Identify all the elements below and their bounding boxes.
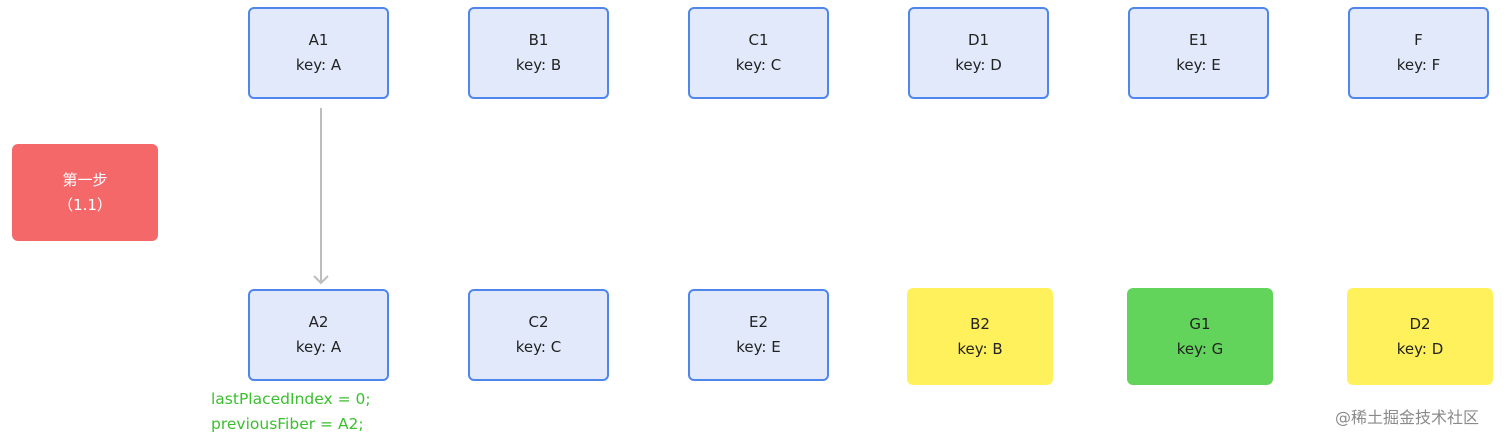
node-key: key: B xyxy=(515,56,562,74)
node-key: key: D xyxy=(1396,339,1444,358)
node-name: A1 xyxy=(308,31,329,49)
node-name: E2 xyxy=(748,313,769,331)
node-key: key: D xyxy=(955,56,1002,74)
node-key: key: F xyxy=(1396,56,1441,74)
node-name: D1 xyxy=(967,31,990,49)
old-node-a1: A1 key: A xyxy=(248,7,389,99)
node-name: B1 xyxy=(528,31,549,49)
new-node-a2: A2 key: A xyxy=(248,289,389,381)
node-key: key: C xyxy=(515,338,562,356)
new-node-c2: C2 key: C xyxy=(468,289,609,381)
step-label-box: 第一步 （1.1） xyxy=(12,144,158,241)
node-name: F xyxy=(1414,31,1423,49)
node-key: key: A xyxy=(295,338,342,356)
node-key: key: A xyxy=(295,56,342,74)
new-node-b2: B2 key: B xyxy=(907,288,1053,385)
node-name: C2 xyxy=(528,313,549,331)
new-node-d2: D2 key: D xyxy=(1347,288,1493,385)
fiber-note: lastPlacedIndex = 0; previousFiber = A2; xyxy=(211,387,371,437)
arrow-a1-to-a2 xyxy=(313,108,329,285)
old-node-b1: B1 key: B xyxy=(468,7,609,99)
new-node-g1: G1 key: G xyxy=(1127,288,1273,385)
old-node-e1: E1 key: E xyxy=(1128,7,1269,99)
old-node-c1: C1 key: C xyxy=(688,7,829,99)
node-name: D2 xyxy=(1409,314,1431,333)
node-key: key: E xyxy=(1176,56,1221,74)
node-name: C1 xyxy=(748,31,769,49)
step-subtitle: （1.1） xyxy=(58,195,112,214)
node-name: E1 xyxy=(1188,31,1209,49)
node-key: key: G xyxy=(1176,339,1224,358)
node-name: A2 xyxy=(308,313,329,331)
watermark: @稀土掘金技术社区 xyxy=(1335,408,1480,427)
last-placed-index-text: lastPlacedIndex = 0; xyxy=(211,390,371,408)
previous-fiber-text: previousFiber = A2; xyxy=(211,415,364,433)
node-key: key: B xyxy=(957,339,1003,358)
node-name: G1 xyxy=(1189,314,1211,333)
new-node-e2: E2 key: E xyxy=(688,289,829,381)
step-title: 第一步 xyxy=(62,170,108,189)
old-node-d1: D1 key: D xyxy=(908,7,1049,99)
node-key: key: C xyxy=(735,56,782,74)
node-name: B2 xyxy=(970,314,990,333)
node-key: key: E xyxy=(736,338,781,356)
